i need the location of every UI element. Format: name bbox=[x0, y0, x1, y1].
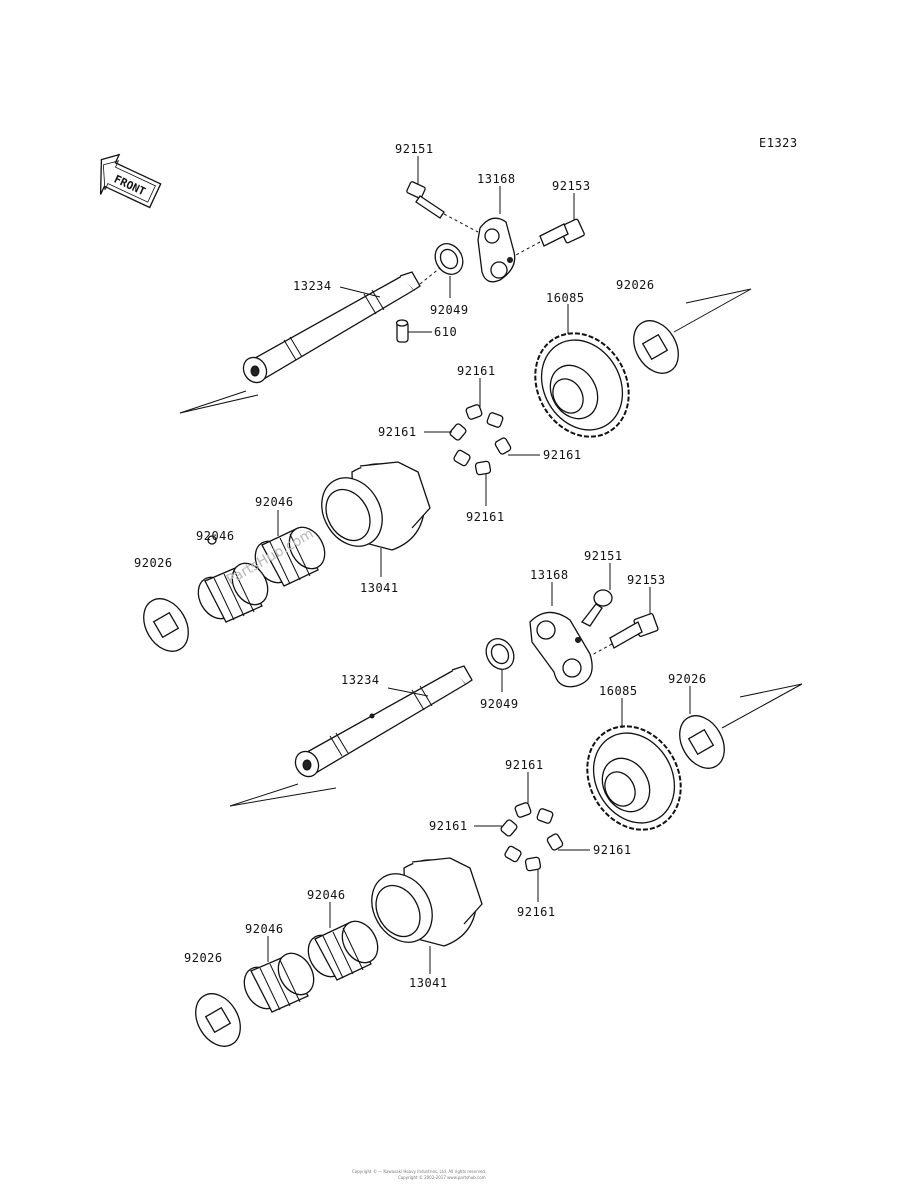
diagram-id: E1323 bbox=[759, 136, 798, 150]
washer-upper-right bbox=[633, 320, 679, 374]
label-92026: 92026 bbox=[134, 556, 173, 570]
needle-bearing-lower-b bbox=[307, 920, 379, 981]
label-92161: 92161 bbox=[457, 364, 496, 378]
label-13234: 13234 bbox=[341, 673, 380, 687]
label-92153: 92153 bbox=[552, 179, 591, 193]
gear-hub-upper bbox=[321, 461, 431, 551]
label-13168: 13168 bbox=[477, 172, 516, 186]
label-13234: 13234 bbox=[293, 279, 332, 293]
bolt-92151-lower bbox=[581, 589, 613, 627]
label-92161: 92161 bbox=[505, 758, 544, 772]
copyright-line-2: Copyright © 2002-2017 www.partshub.com bbox=[398, 1175, 486, 1180]
label-92161: 92161 bbox=[593, 843, 632, 857]
balancer-lever-upper bbox=[477, 217, 516, 283]
bolt-92153-lower bbox=[589, 613, 659, 657]
needle-bearing-upper-a bbox=[197, 562, 269, 623]
balancer-shaft-lower bbox=[294, 665, 473, 778]
label-13041: 13041 bbox=[409, 976, 448, 990]
label-92046: 92046 bbox=[255, 495, 294, 509]
label-92026: 92026 bbox=[616, 278, 655, 292]
damper-rubbers-lower bbox=[500, 802, 564, 872]
balancer-gear-upper bbox=[534, 332, 630, 438]
needle-bearing-upper-b bbox=[254, 526, 326, 587]
label-16085: 16085 bbox=[546, 291, 585, 305]
guide-line bbox=[179, 394, 259, 414]
needle-bearing-lower-a bbox=[243, 952, 315, 1013]
label-92151: 92151 bbox=[584, 549, 623, 563]
guide-line bbox=[673, 288, 752, 333]
label-92153: 92153 bbox=[627, 573, 666, 587]
label-92161: 92161 bbox=[543, 448, 582, 462]
label-92046: 92046 bbox=[245, 922, 284, 936]
label-92046: 92046 bbox=[196, 529, 235, 543]
balancer-shaft-upper bbox=[242, 271, 421, 384]
small-ring bbox=[207, 535, 217, 545]
label-16085: 16085 bbox=[599, 684, 638, 698]
oil-seal-lower bbox=[485, 638, 515, 670]
label-92161: 92161 bbox=[517, 905, 556, 919]
label-13168: 13168 bbox=[530, 568, 569, 582]
oil-seal-upper bbox=[434, 243, 464, 275]
label-92151: 92151 bbox=[395, 142, 434, 156]
label-92161: 92161 bbox=[429, 819, 468, 833]
guide-line bbox=[721, 683, 803, 729]
label-92026: 92026 bbox=[184, 951, 223, 965]
gear-hub-lower bbox=[371, 857, 483, 947]
label-92161: 92161 bbox=[378, 425, 417, 439]
balancer-gear-lower bbox=[586, 725, 682, 831]
label-92046: 92046 bbox=[307, 888, 346, 902]
label-92026: 92026 bbox=[668, 672, 707, 686]
washer-lower-right bbox=[679, 715, 725, 769]
label-13041: 13041 bbox=[360, 581, 399, 595]
bolt-92151-upper bbox=[406, 181, 479, 233]
washer-upper-left bbox=[143, 598, 189, 652]
guide-line bbox=[179, 390, 247, 414]
bolt-92153-upper bbox=[513, 218, 585, 257]
label-92161: 92161 bbox=[466, 510, 505, 524]
copyright-line-1: Copyright © — Kawasaki Heavy Industries,… bbox=[352, 1169, 486, 1174]
label-92049: 92049 bbox=[430, 303, 469, 317]
damper-rubbers-upper bbox=[449, 404, 512, 476]
balancer-lever-lower bbox=[529, 611, 593, 688]
front-arrow-icon: FRONT bbox=[99, 153, 162, 209]
label-610: 610 bbox=[434, 325, 457, 339]
guide-line bbox=[229, 783, 299, 807]
dowel-pin-upper bbox=[395, 319, 409, 343]
guide-line bbox=[229, 787, 337, 807]
label-92049: 92049 bbox=[480, 697, 519, 711]
washer-lower-left bbox=[195, 993, 241, 1047]
leader-lines bbox=[267, 156, 691, 974]
